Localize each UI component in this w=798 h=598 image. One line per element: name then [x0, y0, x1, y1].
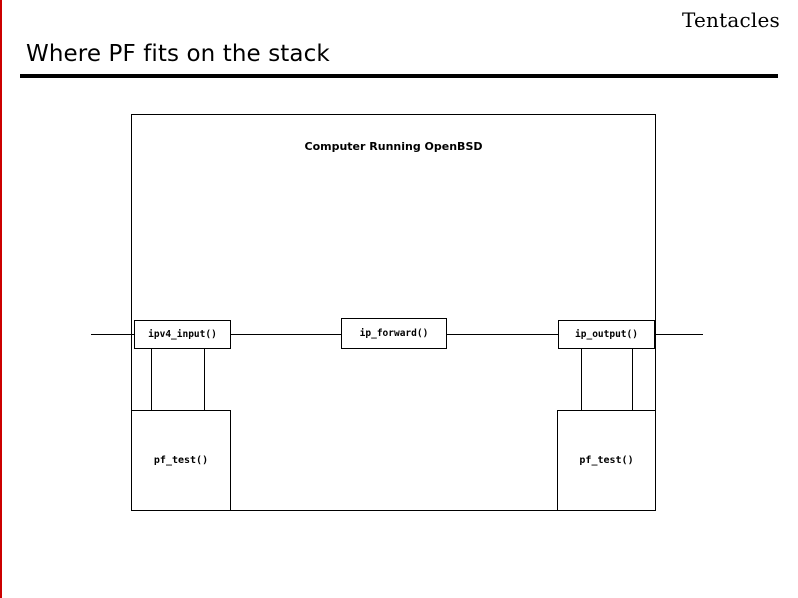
host-label: Computer Running OpenBSD — [304, 140, 483, 153]
box-pf-test-right: pf_test() — [557, 410, 656, 511]
wire-input-to-pf-left-a — [151, 349, 152, 410]
box-pf-test-left: pf_test() — [131, 410, 231, 511]
wire-output-to-pf-right-b — [632, 349, 633, 410]
wire-forward-to-output — [447, 334, 558, 335]
wire-external-left — [91, 334, 134, 335]
wire-output-to-pf-right-a — [581, 349, 582, 410]
brand-label: Tentacles — [682, 8, 780, 32]
left-accent-rule — [0, 0, 2, 598]
title-divider — [20, 74, 778, 78]
box-ip-output: ip_output() — [558, 320, 655, 349]
wire-input-to-pf-left-b — [204, 349, 205, 410]
wire-input-to-forward — [231, 334, 341, 335]
box-ip-forward: ip_forward() — [341, 318, 447, 349]
box-ipv4-input: ipv4_input() — [134, 320, 231, 349]
wire-external-right — [655, 334, 703, 335]
page-title: Where PF fits on the stack — [26, 41, 330, 67]
